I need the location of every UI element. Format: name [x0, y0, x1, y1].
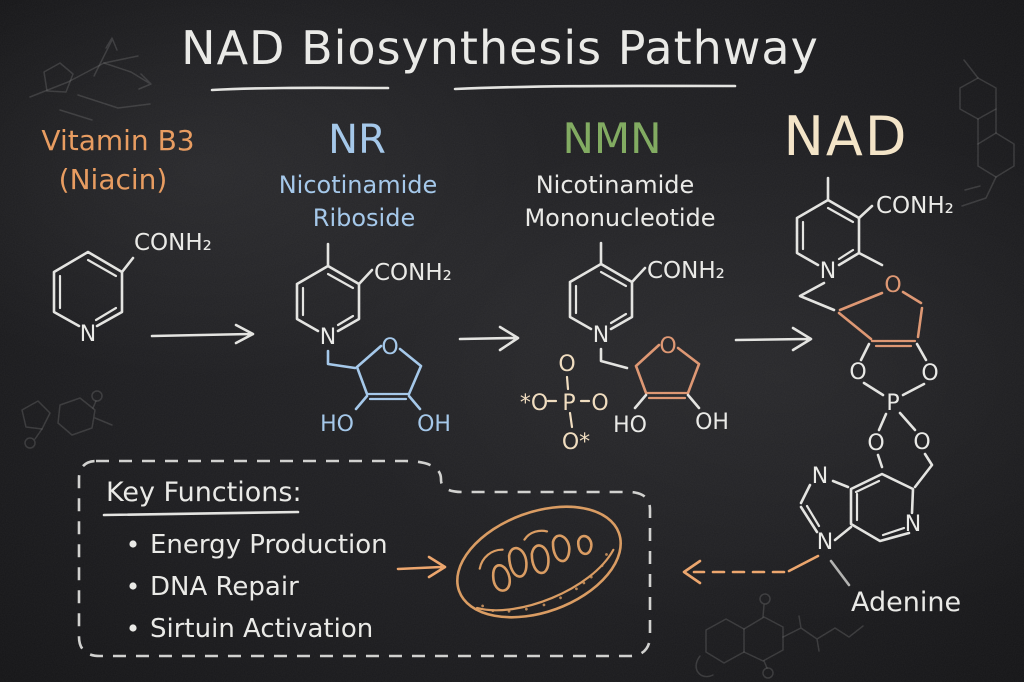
chalkboard: NAD Biosynthesis Pathway Vitamin B3 (Nia… [0, 0, 1024, 682]
chalk-texture-overlay [0, 0, 1024, 682]
